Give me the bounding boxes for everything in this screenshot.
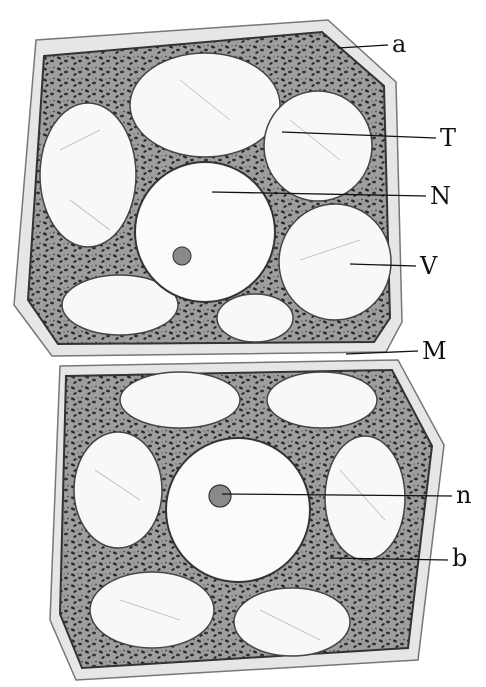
nucleus xyxy=(166,438,310,582)
label-N: N xyxy=(430,182,451,210)
vacuole xyxy=(217,294,293,342)
vacuole xyxy=(120,372,240,428)
nucleolus xyxy=(209,485,231,507)
label-T: T xyxy=(440,124,456,152)
vacuole xyxy=(74,432,162,548)
label-M: M xyxy=(422,337,447,365)
nucleus xyxy=(135,162,275,302)
lower-cell xyxy=(50,360,444,680)
vacuole xyxy=(279,204,391,320)
label-n: n xyxy=(456,481,471,509)
label-a: a xyxy=(392,30,406,58)
vacuole xyxy=(234,588,350,656)
upper-cell xyxy=(14,20,402,356)
label-b: b xyxy=(452,544,467,572)
vacuole xyxy=(264,91,372,201)
vacuole xyxy=(130,53,280,157)
vacuole xyxy=(40,103,136,247)
nucleolus xyxy=(173,247,191,265)
vacuole xyxy=(267,372,377,428)
label-V: V xyxy=(419,252,438,280)
vacuole xyxy=(90,572,214,648)
